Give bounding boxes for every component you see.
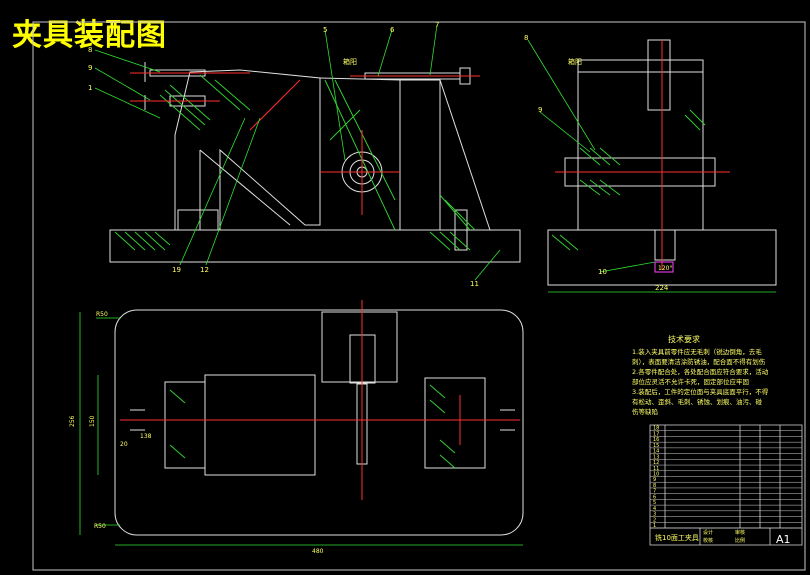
dim-bottom-width: 480 bbox=[312, 548, 324, 555]
callout-9: 9 bbox=[88, 64, 92, 72]
title-block-rows bbox=[650, 430, 802, 529]
callout-r8: 8 bbox=[524, 34, 528, 42]
callout-r10: 10 bbox=[598, 268, 607, 276]
top-hatch bbox=[169, 384, 456, 469]
callout-7: 7 bbox=[435, 21, 439, 29]
callout-19: 19 bbox=[172, 266, 181, 274]
callout-12: 12 bbox=[200, 266, 209, 274]
foot-c: 审核 bbox=[735, 529, 745, 536]
title-block-code: 11 bbox=[653, 466, 659, 472]
title-block-code: 13 bbox=[653, 454, 659, 460]
tag-2: 箱阳 bbox=[568, 57, 582, 66]
tech-line-7: 伤等缺陷 bbox=[632, 407, 658, 416]
top-view bbox=[114, 309, 524, 536]
tech-line-3: 2.各零件配合处，各处配合面应符合要求，活动 bbox=[632, 367, 769, 376]
side-accents bbox=[654, 261, 674, 273]
dim-right-small: 120° bbox=[658, 265, 672, 272]
tag-1: 箱阳 bbox=[343, 57, 357, 66]
title-block-code: 10 bbox=[653, 472, 659, 478]
tech-line-6: 有松动、歪斜、毛刺、锈蚀、划痕、油污、碰 bbox=[632, 397, 763, 406]
title-block-code: 6 bbox=[653, 494, 656, 500]
title-block-code: 4 bbox=[653, 506, 656, 512]
side-callouts: 8 9 10 箱阳 224 bbox=[524, 34, 669, 292]
side-hatch bbox=[551, 109, 706, 251]
callout-8: 8 bbox=[88, 46, 92, 54]
dim-tiny: 138 bbox=[140, 433, 152, 440]
tech-line-4: 部位应灵活不允许卡死，固定部位应牢固 bbox=[632, 377, 749, 386]
foot-a: 设计 bbox=[703, 529, 713, 536]
tech-line-5: 3.装配后，工件的定位面与夹具底面平行，不得 bbox=[632, 387, 769, 396]
callout-r9: 9 bbox=[538, 106, 542, 114]
dim-side-width: 224 bbox=[655, 284, 669, 292]
title-block-code: 1 bbox=[653, 523, 656, 529]
title-block-code: 8 bbox=[653, 483, 656, 489]
title-block-code: 12 bbox=[653, 460, 659, 466]
title-block-code: 5 bbox=[653, 500, 656, 506]
callout-6: 6 bbox=[390, 26, 395, 34]
title-block-code: 3 bbox=[653, 512, 656, 518]
tech-line-1: 1.装入夹具前零件应无毛刺（锐边倒角，去毛 bbox=[632, 347, 762, 356]
front-view bbox=[109, 62, 521, 263]
tech-line-2: 刺），表面要清洁涂防锈油，配合面不得有划伤 bbox=[632, 357, 766, 366]
dim-left-small: 20 bbox=[120, 441, 128, 448]
title-block-code: 14 bbox=[653, 449, 659, 455]
title-block-code: 18 bbox=[653, 426, 659, 432]
title-block-code: 7 bbox=[653, 489, 656, 495]
title-block-text: 铣10面工夹具 A1 设计 校核 审核 比例 bbox=[655, 529, 791, 546]
side-leaders bbox=[527, 39, 776, 293]
callout-11: 11 bbox=[470, 280, 479, 288]
tech-requirements: 技术要求 1.装入夹具前零件应无毛刺（锐边倒角，去毛 刺），表面要清洁涂防锈油，… bbox=[632, 334, 769, 416]
sheet-size: A1 bbox=[776, 533, 791, 546]
dim-r-top: R50 bbox=[96, 311, 108, 318]
title-block-code: 15 bbox=[653, 443, 659, 449]
part-name: 铣10面工夹具 bbox=[655, 533, 699, 542]
title-block bbox=[649, 424, 803, 546]
tech-heading: 技术要求 bbox=[668, 334, 700, 344]
top-dimlines bbox=[79, 312, 523, 546]
title-block-code: 2 bbox=[653, 517, 656, 523]
callout-5: 5 bbox=[323, 26, 327, 34]
top-centerlines bbox=[120, 300, 520, 500]
foot-b: 校核 bbox=[703, 537, 713, 544]
side-centerlines bbox=[555, 40, 730, 270]
drawing-title: 夹具装配图 bbox=[12, 18, 167, 53]
dim-left-outer: 256 bbox=[69, 415, 76, 427]
front-leaders bbox=[94, 24, 501, 281]
foot-d: 比例 bbox=[735, 537, 745, 544]
sheet-border bbox=[32, 21, 806, 571]
title-block-code: 16 bbox=[653, 437, 659, 443]
dim-left-inner: 150 bbox=[89, 415, 96, 427]
title-block-code: 9 bbox=[653, 477, 656, 483]
front-callouts: 8 9 1 5 6 7 19 12 11 箱阳 bbox=[88, 21, 479, 288]
front-centerlines bbox=[130, 72, 480, 215]
dim-r-bot: R50 bbox=[94, 523, 106, 530]
top-dims: R50 R50 256 150 20 138 480 120° bbox=[69, 265, 672, 555]
callout-1: 1 bbox=[88, 84, 92, 92]
title-block-code: 17 bbox=[653, 431, 659, 437]
